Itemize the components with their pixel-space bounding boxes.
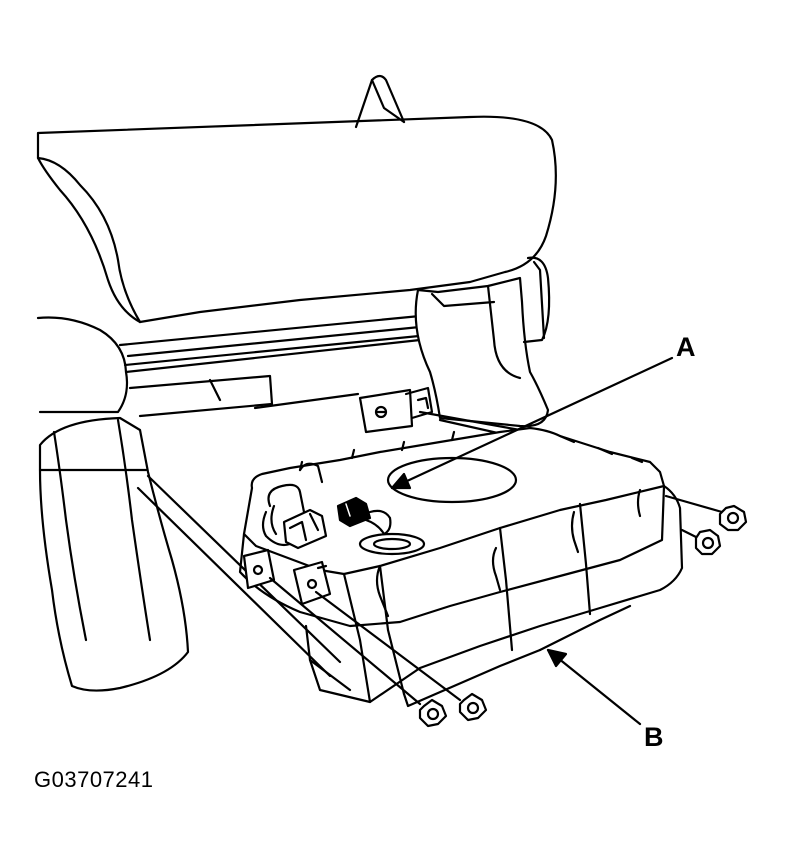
harness-connector-a [261,462,392,550]
flange-nuts [268,494,748,728]
seat-assembly [36,74,602,692]
nut-right-lower [680,528,722,556]
callout-b-label: B [644,722,664,752]
figure-code: G03707241 [34,767,154,792]
nut-bottom-right [314,590,488,722]
leader-arrow-a [390,356,674,490]
nut-right-upper [664,494,748,532]
nut-bottom-left [268,576,448,728]
leader-arrow-b [546,648,642,726]
tank-unit-b [238,426,684,708]
callout-a-label: A [676,332,696,362]
